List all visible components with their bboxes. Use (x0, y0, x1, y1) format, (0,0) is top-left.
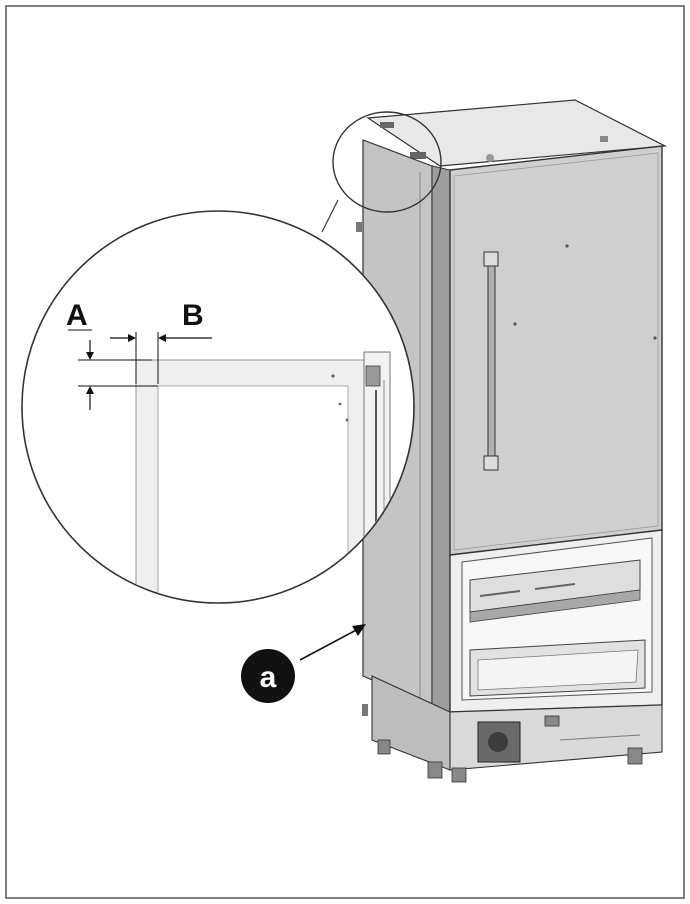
dim-b-arrowhead-left (128, 334, 136, 342)
door-inner-outline (453, 152, 659, 551)
dim-label-b: B (182, 299, 204, 332)
top-hinge-front (410, 152, 426, 159)
callout-arrowhead (352, 624, 366, 636)
dim-b-arrowhead-right (158, 334, 166, 342)
callout-a: a (241, 624, 366, 703)
callout-leader (299, 627, 361, 661)
compressor-motor (488, 732, 508, 752)
drawer-rail-edge (469, 589, 641, 623)
hinge-bracket (365, 365, 381, 387)
cabinet-top (366, 99, 668, 167)
door-handle (487, 255, 496, 471)
door-panel (449, 145, 663, 556)
foot-left-rear (377, 739, 391, 755)
top-fitting-center (486, 154, 494, 162)
door-screw-1 (565, 244, 569, 248)
side-fitting-top (356, 222, 362, 232)
door-screw-3 (653, 336, 657, 340)
refrigerator (356, 99, 668, 783)
door-screw-2 (513, 322, 517, 326)
top-fitting-right (600, 136, 608, 142)
base-fitting (544, 715, 560, 727)
foot-right (627, 747, 643, 765)
handle-mount-bottom (483, 455, 499, 471)
callout-label: a (260, 661, 277, 694)
rail-marking-2 (534, 583, 576, 590)
dim-a-arrowhead-top (86, 352, 94, 360)
rail-marking-1 (479, 590, 521, 597)
detail-source-circle (332, 111, 442, 213)
side-fitting-bottom (362, 704, 368, 716)
base-tube (559, 734, 641, 741)
panel-screw-3 (345, 418, 349, 422)
callout-badge (241, 649, 295, 703)
magnified-detail: A B (21, 210, 415, 604)
drawer-tray-inner (477, 649, 639, 691)
foot-center (451, 767, 467, 783)
panel-screw-2 (338, 402, 342, 406)
detail-connector (321, 199, 339, 233)
panel-inner-opening (157, 385, 349, 602)
dim-label-a: A (66, 299, 88, 332)
foot-left-front (427, 761, 443, 779)
front-column (431, 165, 451, 713)
handle-mount-top (483, 251, 499, 267)
top-hinge-left (380, 122, 394, 128)
panel-screw-1 (331, 374, 335, 378)
dim-a-arrowhead-bottom (86, 386, 94, 394)
